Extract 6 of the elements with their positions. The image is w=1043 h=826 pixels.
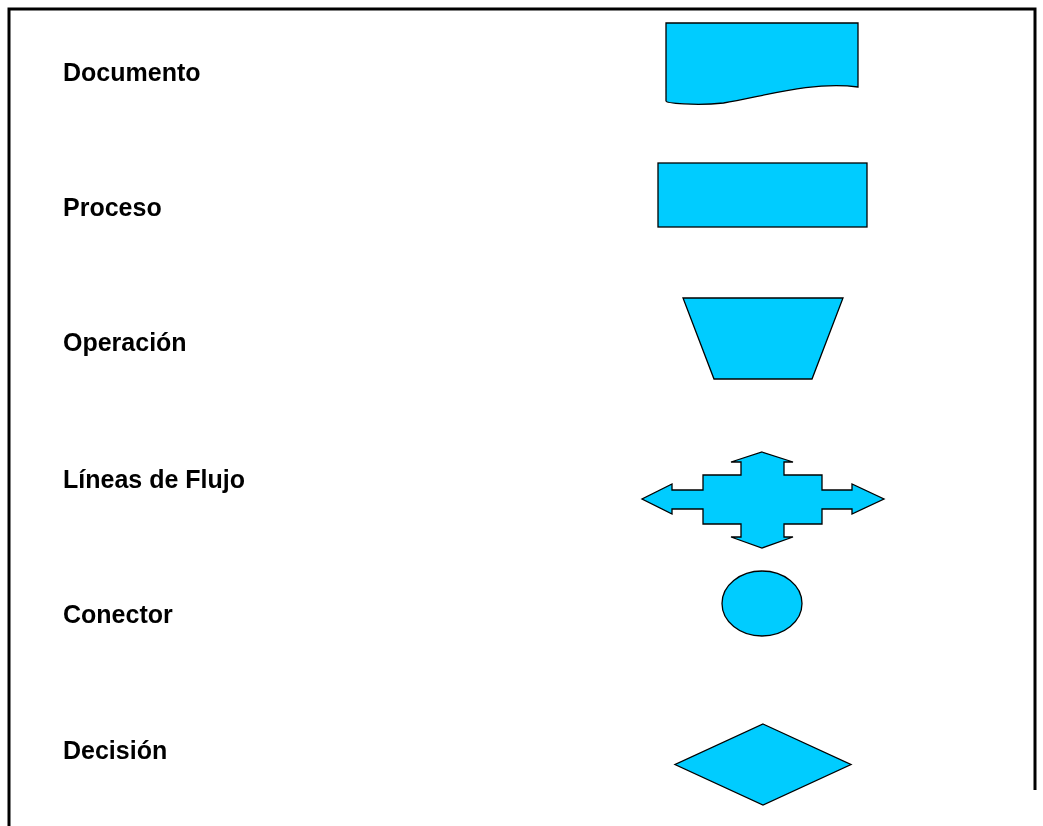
symbol-label: Proceso <box>63 192 162 222</box>
symbol-label: Operación <box>63 327 187 357</box>
symbol-label: Documento <box>63 57 201 87</box>
symbol-label: Líneas de Flujo <box>63 464 245 494</box>
symbol-label: Decisión <box>63 735 168 765</box>
symbol-label: Conector <box>63 599 173 629</box>
